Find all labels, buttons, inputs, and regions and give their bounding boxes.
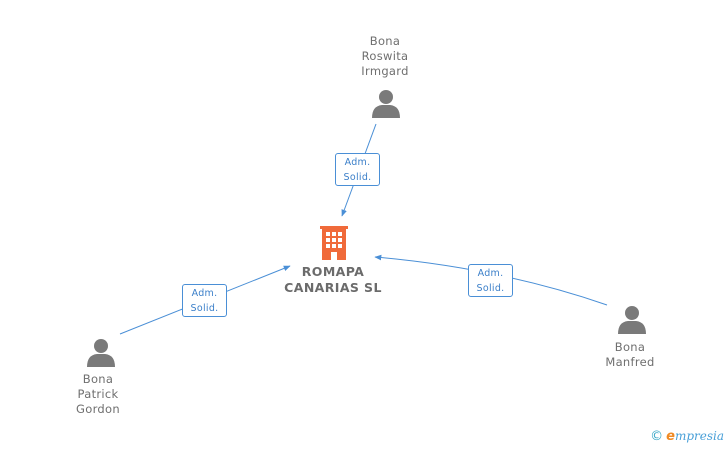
relation-role-line: Solid.: [343, 172, 372, 183]
brand-name: mpresia: [674, 429, 724, 443]
person-label-roswita[interactable]: Bona Roswita Irmgard: [340, 34, 430, 79]
person-name-line: Bona: [369, 34, 401, 48]
person-label-patrick[interactable]: Bona Patrick Gordon: [53, 372, 143, 417]
relation-role-line: Adm.: [477, 268, 504, 279]
company-name[interactable]: ROMAPA CANARIAS SL: [278, 264, 388, 296]
copyright-symbol: ©: [650, 429, 664, 444]
relation-role-line: Solid.: [476, 283, 505, 294]
empresia-watermark: © empresia: [650, 429, 724, 444]
person-name-line: Irmgard: [361, 64, 409, 78]
relation-role-line: Adm.: [191, 288, 218, 299]
relation-role-line: Adm.: [344, 157, 371, 168]
brand-e-letter: e: [666, 429, 675, 444]
relation-role-line: Solid.: [190, 303, 219, 314]
relation-badge-manfred[interactable]: Adm. Solid.: [468, 264, 513, 297]
person-name-line: Manfred: [605, 355, 655, 369]
relation-badge-patrick[interactable]: Adm. Solid.: [182, 284, 227, 317]
company-name-line1: ROMAPA: [301, 264, 365, 279]
building-icon[interactable]: [319, 226, 349, 260]
person-icon[interactable]: [86, 338, 116, 368]
person-icon[interactable]: [371, 89, 401, 119]
person-name-line: Bona: [614, 340, 646, 354]
person-label-manfred[interactable]: Bona Manfred: [585, 340, 675, 370]
person-name-line: Gordon: [76, 402, 120, 416]
person-name-line: Roswita: [361, 49, 409, 63]
relation-badge-roswita[interactable]: Adm. Solid.: [335, 153, 380, 186]
person-name-line: Bona: [82, 372, 114, 386]
company-name-line2: CANARIAS SL: [284, 280, 382, 295]
person-icon[interactable]: [617, 305, 647, 335]
person-name-line: Patrick: [77, 387, 119, 401]
